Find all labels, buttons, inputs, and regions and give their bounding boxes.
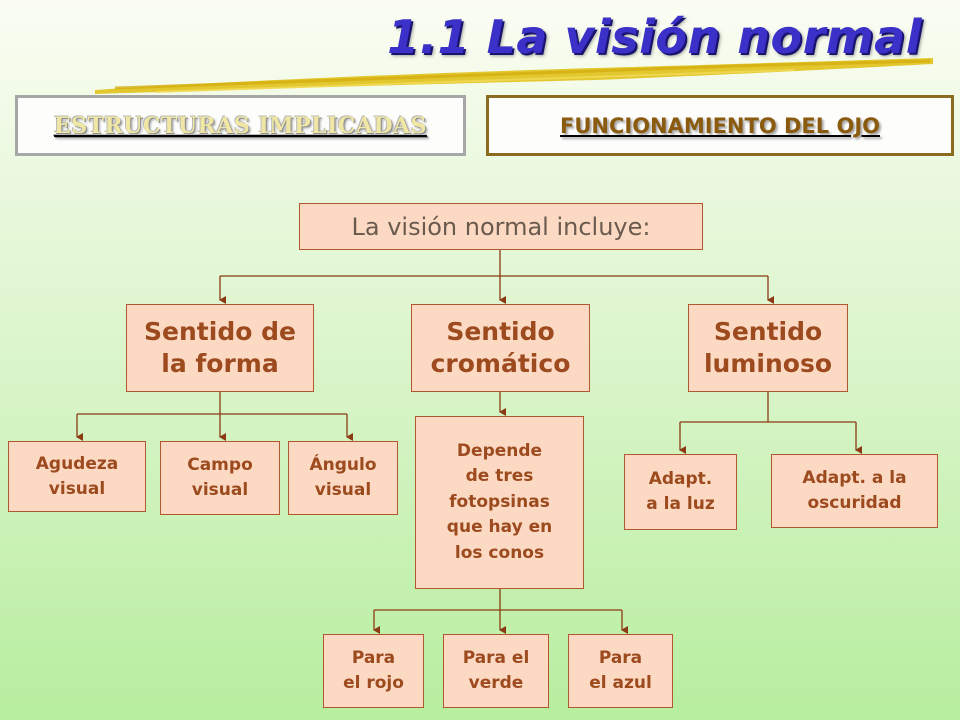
node-adapt-luz: Adapt. a la luz — [624, 454, 737, 530]
node-para-verde: Para el verde — [443, 634, 549, 708]
tab-estructuras-label: ESTRUCTURAS IMPLICADAS — [53, 112, 428, 139]
title-underline-brush — [95, 58, 933, 94]
node-adapt-oscuridad: Adapt. a la oscuridad — [771, 454, 938, 528]
node-para-azul: Para el azul — [568, 634, 673, 708]
node-sentido-cromatico: Sentido cromático — [411, 304, 590, 392]
node-para-rojo: Para el rojo — [323, 634, 424, 708]
node-root: La visión normal incluye: — [299, 203, 703, 250]
page-title: 1.1 La visión normal — [387, 10, 922, 64]
tab-funcionamiento-del-ojo[interactable]: FUNCIONAMIENTO DEL OJO — [486, 95, 954, 156]
tab-funcionamiento-label: FUNCIONAMIENTO DEL OJO — [560, 113, 880, 138]
tab-estructuras-implicadas[interactable]: ESTRUCTURAS IMPLICADAS — [15, 95, 466, 156]
node-sentido-luminoso: Sentido luminoso — [688, 304, 848, 392]
node-campo-visual: Campo visual — [160, 441, 280, 515]
node-depende-fotopsinas: Depende de tres fotopsinas que hay en lo… — [415, 416, 584, 589]
node-sentido-forma: Sentido de la forma — [126, 304, 314, 392]
node-agudeza-visual: Agudeza visual — [8, 441, 146, 512]
node-angulo-visual: Ángulo visual — [288, 441, 398, 515]
